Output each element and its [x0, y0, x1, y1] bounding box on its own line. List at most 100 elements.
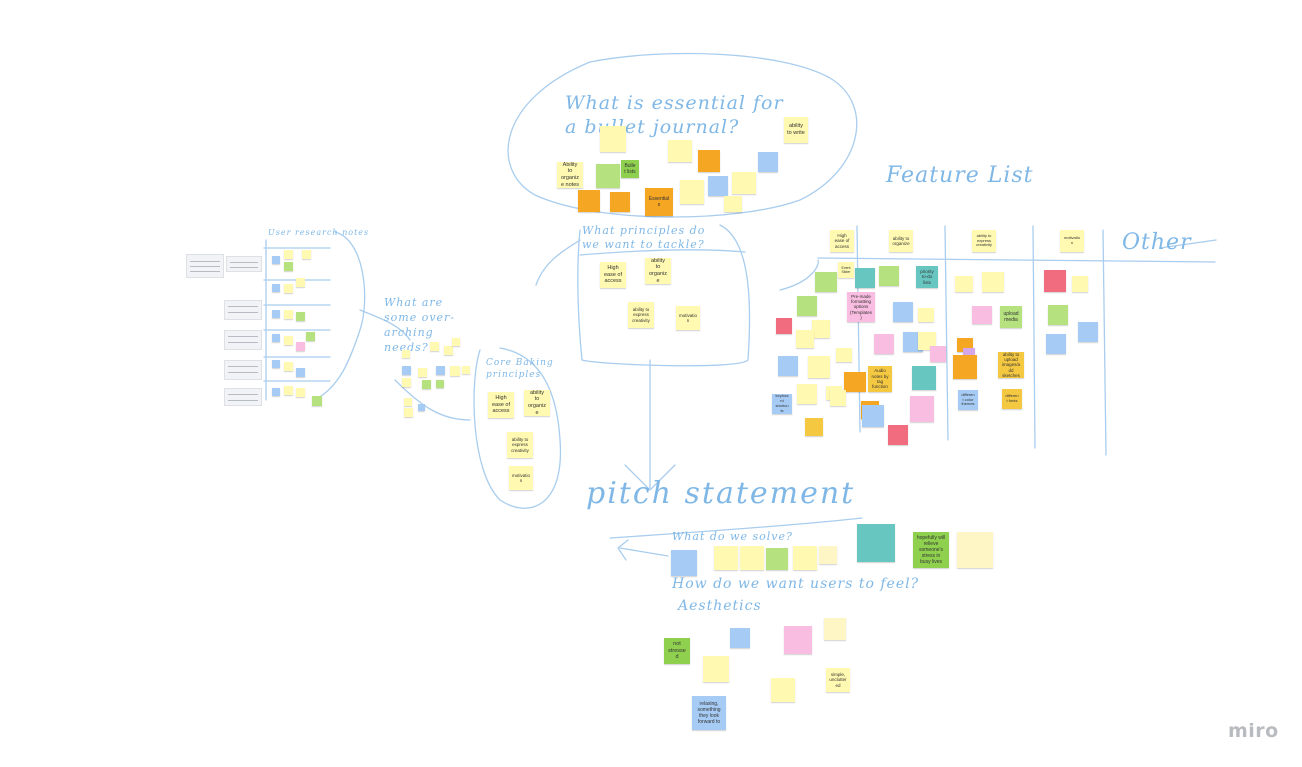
- sticky-note[interactable]: [1046, 334, 1066, 354]
- sticky-note[interactable]: [918, 332, 936, 350]
- sticky-note[interactable]: [578, 190, 600, 212]
- sticky-note[interactable]: [272, 310, 280, 318]
- sticky-note-header[interactable]: motivation: [1060, 230, 1084, 252]
- sticky-note[interactable]: [610, 192, 630, 212]
- sticky-note[interactable]: Pre-made formatting options (Templates): [847, 292, 875, 322]
- sticky-note[interactable]: not stressed: [664, 638, 690, 664]
- sticky-note[interactable]: [912, 366, 936, 390]
- sticky-note[interactable]: [418, 368, 427, 377]
- sticky-note[interactable]: [436, 366, 445, 375]
- sticky-note[interactable]: [272, 360, 280, 368]
- sticky-note[interactable]: [698, 150, 720, 172]
- sticky-note[interactable]: [284, 250, 293, 259]
- sticky-note[interactable]: [272, 256, 280, 264]
- screenshot-thumbnail[interactable]: [186, 254, 224, 278]
- sticky-note[interactable]: [272, 388, 280, 396]
- sticky-note[interactable]: keyboard shortcuts: [772, 394, 792, 414]
- sticky-note[interactable]: [284, 386, 293, 395]
- sticky-note[interactable]: [784, 626, 812, 654]
- sticky-note[interactable]: [422, 380, 431, 389]
- sticky-note[interactable]: [714, 546, 738, 570]
- sticky-note[interactable]: [955, 276, 973, 292]
- sticky-note[interactable]: [418, 404, 425, 411]
- screenshot-thumbnail[interactable]: [226, 256, 262, 272]
- sticky-note[interactable]: [724, 196, 742, 212]
- screenshot-thumbnail[interactable]: [224, 300, 262, 320]
- sticky-note[interactable]: [1048, 305, 1068, 325]
- sticky-note[interactable]: [805, 418, 823, 436]
- sticky-note[interactable]: Event Slider: [838, 262, 854, 278]
- sticky-note[interactable]: [703, 656, 729, 682]
- sticky-note[interactable]: ability to write: [784, 117, 808, 143]
- sticky-note[interactable]: [284, 310, 293, 319]
- sticky-note[interactable]: [452, 338, 460, 346]
- sticky-note[interactable]: [797, 384, 817, 404]
- sticky-note[interactable]: [404, 398, 412, 406]
- sticky-note[interactable]: simple, uncluttered: [826, 668, 850, 692]
- screenshot-thumbnail[interactable]: [224, 360, 262, 380]
- sticky-note[interactable]: ability to upload images/add sketches: [998, 352, 1024, 378]
- sticky-note[interactable]: [815, 272, 837, 292]
- sticky-note[interactable]: [824, 618, 846, 640]
- sticky-note[interactable]: [296, 278, 305, 287]
- sticky-note[interactable]: [404, 408, 413, 417]
- sticky-note[interactable]: [450, 366, 460, 376]
- sticky-note[interactable]: [402, 378, 411, 387]
- sticky-note[interactable]: [982, 272, 1004, 292]
- sticky-note[interactable]: [296, 312, 305, 321]
- sticky-note[interactable]: [600, 126, 626, 152]
- sticky-note[interactable]: [957, 532, 993, 568]
- sticky-note[interactable]: [730, 628, 750, 648]
- sticky-note[interactable]: [284, 262, 293, 271]
- sticky-note[interactable]: different fonts: [1002, 389, 1022, 409]
- sticky-note[interactable]: [793, 546, 817, 570]
- sticky-note[interactable]: [918, 308, 934, 322]
- sticky-note-header[interactable]: ability to organize: [889, 230, 913, 252]
- screenshot-thumbnail[interactable]: [224, 330, 262, 350]
- sticky-note[interactable]: [671, 550, 697, 576]
- sticky-note[interactable]: [930, 346, 946, 362]
- sticky-note[interactable]: [740, 546, 764, 570]
- sticky-note[interactable]: [796, 330, 814, 348]
- sticky-note[interactable]: [893, 302, 913, 322]
- sticky-note[interactable]: [963, 348, 975, 358]
- sticky-note[interactable]: [284, 284, 293, 293]
- sticky-note[interactable]: [1044, 270, 1066, 292]
- sticky-note[interactable]: [284, 362, 293, 371]
- sticky-note[interactable]: [296, 342, 305, 351]
- sticky-note[interactable]: priority to-do lists: [916, 266, 938, 288]
- sticky-note[interactable]: [430, 342, 439, 351]
- sticky-note[interactable]: relaxing, something they look forward to: [692, 696, 726, 730]
- sticky-note[interactable]: [668, 140, 692, 162]
- sticky-note[interactable]: Audio notes by tag function: [868, 366, 892, 392]
- sticky-note[interactable]: [812, 320, 830, 338]
- sticky-note[interactable]: [808, 356, 830, 378]
- sticky-note[interactable]: High ease of access: [600, 262, 626, 288]
- sticky-note[interactable]: [771, 678, 795, 702]
- sticky-note[interactable]: [296, 368, 305, 377]
- sticky-note[interactable]: [680, 180, 704, 204]
- sticky-note[interactable]: [766, 548, 788, 570]
- sticky-note[interactable]: [830, 390, 846, 406]
- sticky-note[interactable]: [844, 372, 866, 392]
- sticky-note[interactable]: different color themes: [958, 390, 978, 410]
- sticky-note[interactable]: [732, 172, 756, 194]
- sticky-note[interactable]: ability to express creativity: [628, 302, 654, 328]
- screenshot-thumbnail[interactable]: [224, 388, 262, 406]
- sticky-note[interactable]: [444, 346, 453, 355]
- sticky-note[interactable]: [436, 380, 444, 388]
- sticky-note[interactable]: [879, 266, 899, 286]
- sticky-note[interactable]: hopefully will relieve someone's stress …: [913, 532, 949, 568]
- sticky-note[interactable]: upload media: [1000, 306, 1022, 328]
- sticky-note[interactable]: [819, 546, 837, 564]
- sticky-note[interactable]: [302, 250, 311, 259]
- sticky-note[interactable]: Ability to organize notes: [557, 162, 583, 188]
- sticky-note[interactable]: [972, 306, 992, 324]
- sticky-note[interactable]: [402, 350, 410, 358]
- sticky-note[interactable]: ability to express creativity: [507, 432, 533, 458]
- sticky-note[interactable]: [797, 296, 817, 316]
- sticky-note[interactable]: motivation: [676, 306, 700, 330]
- sticky-note[interactable]: [462, 366, 470, 374]
- sticky-note[interactable]: [857, 524, 895, 562]
- sticky-note[interactable]: [776, 318, 792, 334]
